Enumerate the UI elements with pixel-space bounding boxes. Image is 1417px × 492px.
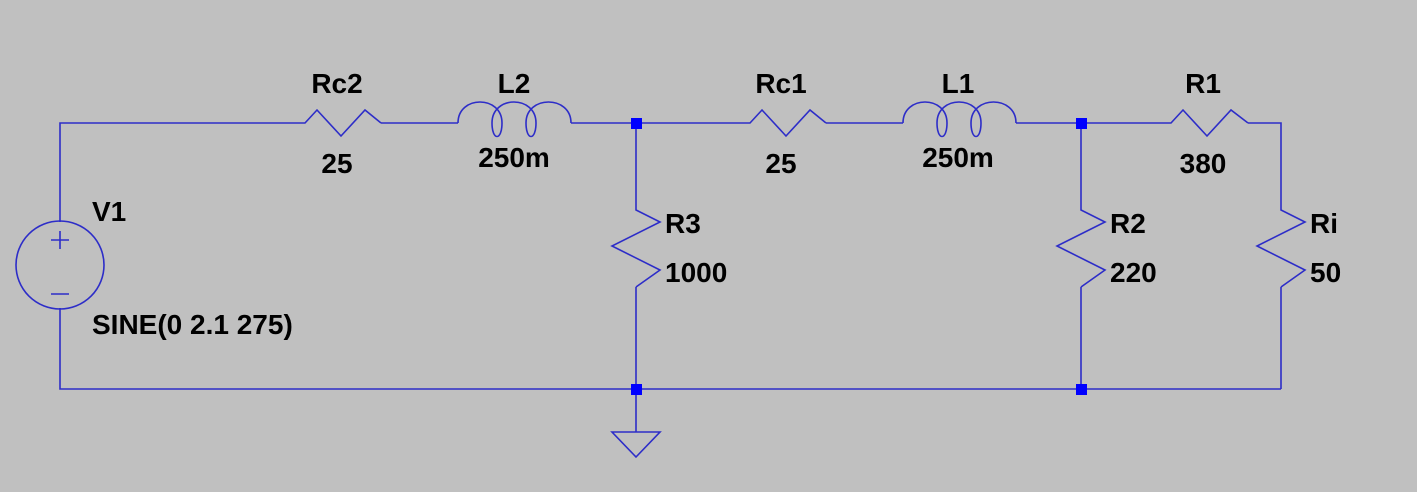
resistor-r1-zigzag [1159,108,1249,138]
resistor-ri-value: 50 [1310,257,1341,288]
resistor-rc1[interactable]: Rc1 25 [736,68,827,179]
junction-dot[interactable] [631,118,642,129]
ground-icon-triangle [610,431,662,459]
resistor-r1-value: 380 [1180,148,1227,179]
resistor-r3[interactable]: R3 1000 [610,198,727,288]
resistor-ri-name: Ri [1310,208,1338,239]
inductor-l2[interactable]: L2 250m [457,68,572,173]
resistor-rc2-name: Rc2 [311,68,362,99]
inductor-l1-name: L1 [942,68,975,99]
resistor-r2-zigzag [1055,198,1107,288]
resistor-r2-value: 220 [1110,257,1157,288]
resistor-rc1-name: Rc1 [755,68,806,99]
junctions [631,118,1087,395]
wire-bottom-rail [59,308,1281,390]
resistor-r1[interactable]: R1 380 [1159,68,1249,179]
ground-icon[interactable] [610,431,662,459]
voltage-source-v1-name: V1 [92,196,126,227]
resistor-rc2-value: 25 [321,148,352,179]
resistor-ri[interactable]: Ri 50 [1255,198,1341,288]
resistor-r1-name: R1 [1185,68,1221,99]
junction-dot[interactable] [631,384,642,395]
inductor-l1-value: 250m [922,142,994,173]
resistor-ri-zigzag [1255,198,1307,288]
inductor-l1-coil [902,101,1017,138]
inductor-l2-value: 250m [478,142,550,173]
resistor-r3-zigzag [610,198,662,288]
inductor-l2-name: L2 [498,68,531,99]
resistor-rc2[interactable]: Rc2 25 [293,68,382,179]
inductor-l2-coil [457,101,572,138]
resistor-r3-name: R3 [665,208,701,239]
voltage-source-v1[interactable]: V1 SINE(0 2.1 275) [15,196,293,340]
wires [59,122,1282,432]
resistor-r2[interactable]: R2 220 [1055,198,1157,288]
voltage-source-v1-value: SINE(0 2.1 275) [92,309,293,340]
junction-dot[interactable] [1076,118,1087,129]
junction-dot[interactable] [1076,384,1087,395]
resistor-r2-name: R2 [1110,208,1146,239]
resistor-rc1-value: 25 [765,148,796,179]
wire-left-top [59,122,293,218]
resistor-rc1-zigzag [736,108,827,138]
inductor-l1[interactable]: L1 250m [902,68,1017,173]
wire-r1-right [1248,122,1282,198]
resistor-r3-value: 1000 [665,257,727,288]
resistor-rc2-zigzag [293,108,382,138]
